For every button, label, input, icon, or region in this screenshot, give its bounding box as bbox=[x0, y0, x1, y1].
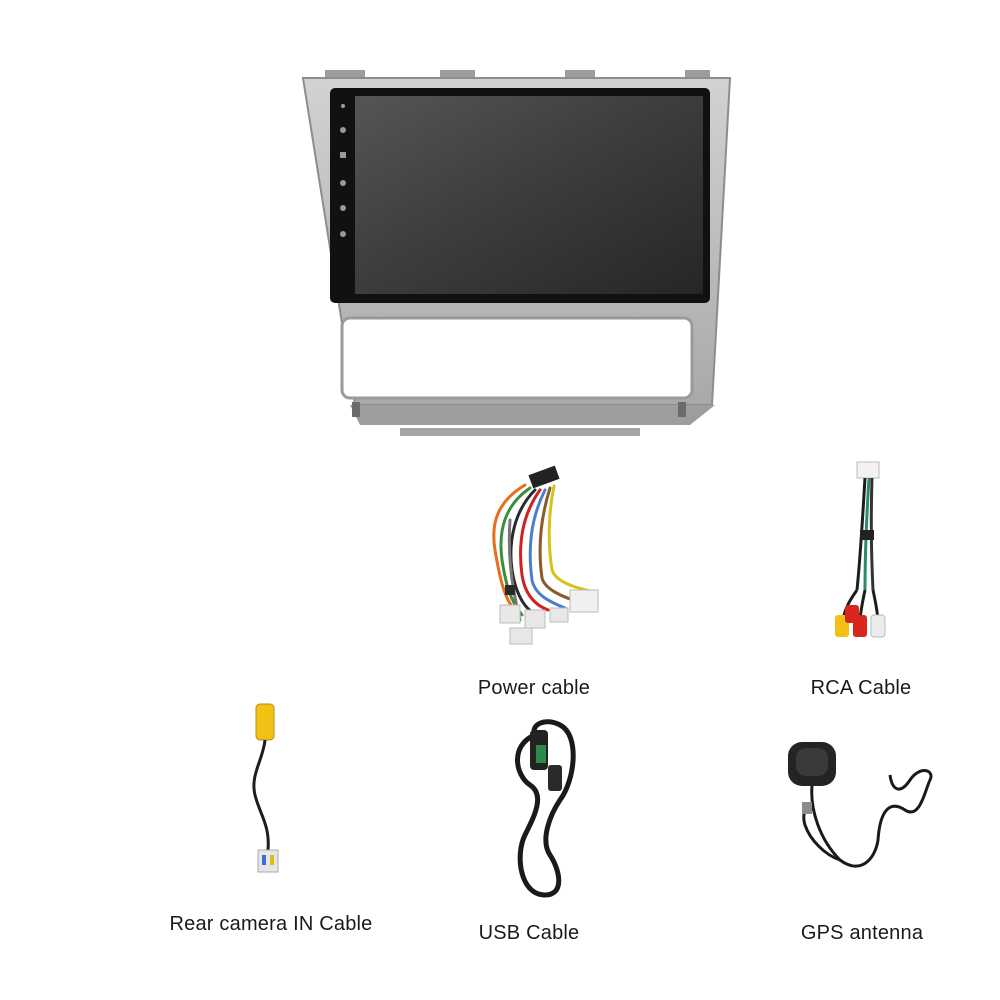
rca-cable-icon bbox=[835, 461, 886, 638]
rca-cable-label: RCA Cable bbox=[810, 677, 912, 699]
gps-antenna-label: GPS antenna bbox=[800, 922, 924, 944]
rear-camera-cable-icon bbox=[252, 703, 279, 873]
power-cable-label: Power cable bbox=[477, 677, 591, 699]
gps-antenna-icon bbox=[788, 742, 933, 868]
usb-cable-label: USB Cable bbox=[478, 922, 580, 944]
rear-camera-cable-label: Rear camera IN Cable bbox=[169, 913, 373, 935]
power-cable-icon bbox=[492, 465, 599, 645]
stereo-head-unit-icon bbox=[301, 70, 732, 436]
usb-cable-icon bbox=[515, 719, 576, 898]
